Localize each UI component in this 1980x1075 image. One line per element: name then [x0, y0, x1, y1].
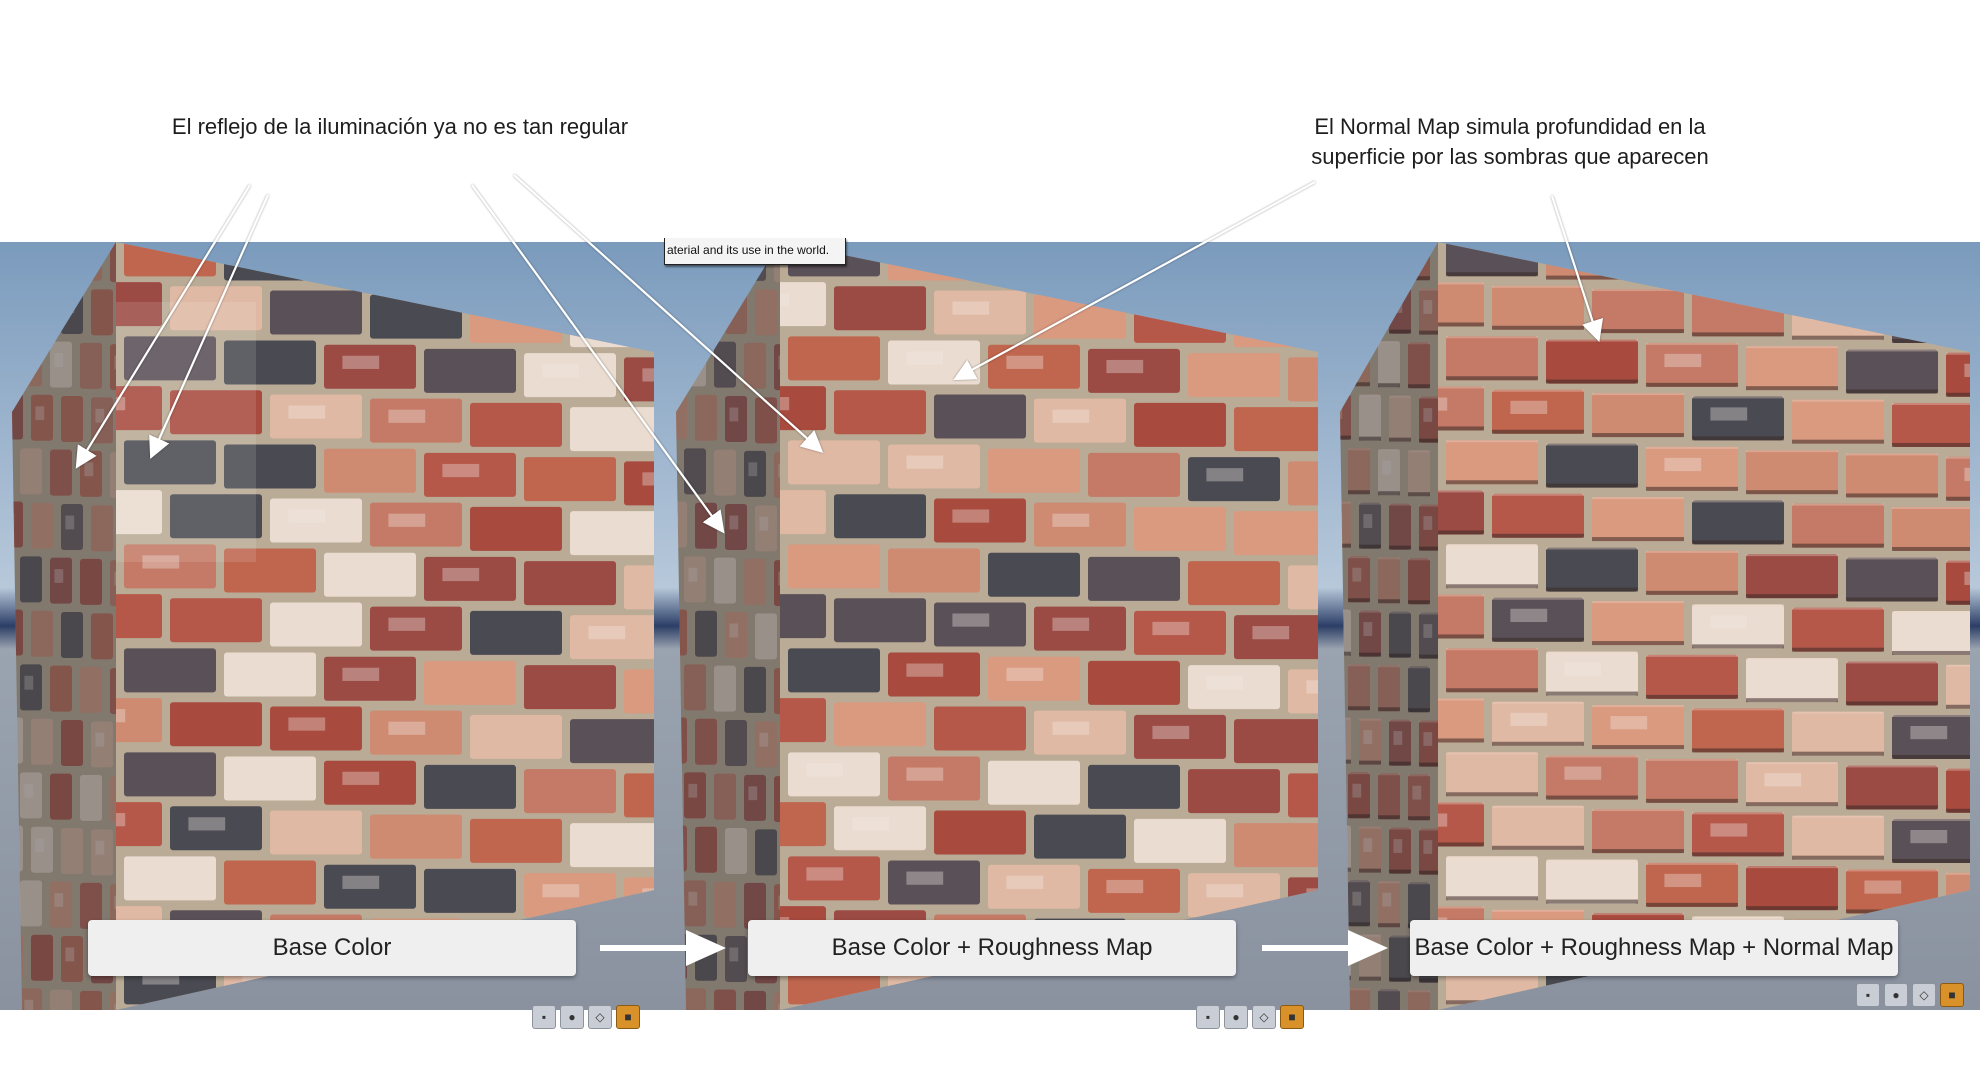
lit-icon[interactable]: ● [1224, 1005, 1248, 1029]
pointer-arrow [513, 174, 824, 453]
pointer-arrow [75, 184, 251, 469]
perspective-icon[interactable]: ▪ [1196, 1005, 1220, 1029]
label-base-color-roughness-normal: Base Color + Roughness Map + Normal Map [1410, 920, 1898, 976]
brick-cube-render [0, 242, 664, 1010]
arrow-right-icon [600, 930, 726, 966]
perspective-icon[interactable]: ▪ [532, 1005, 556, 1029]
viewport-toolbar-right: ▪ ● ◇ ■ [1856, 983, 1964, 1007]
viewport-panel-base-color[interactable] [0, 242, 664, 1010]
label-base-color-roughness: Base Color + Roughness Map [748, 920, 1236, 976]
pointer-arrow [1550, 195, 1604, 343]
editor-tooltip: aterial and its use in the world. [664, 238, 846, 265]
annotation-left: El reflejo de la iluminación ya no es ta… [171, 114, 629, 139]
pointer-arrow [471, 184, 725, 534]
brick-cube-render [1328, 242, 1980, 1010]
label-base-color: Base Color [88, 920, 576, 976]
camera-speed-icon[interactable]: ■ [1940, 983, 1964, 1007]
viewport-toolbar-left: ▪ ● ◇ ■ [532, 1005, 640, 1029]
camera-speed-icon[interactable]: ■ [616, 1005, 640, 1029]
pointer-arrow [953, 181, 1316, 381]
pointer-arrow [149, 194, 270, 460]
show-icon[interactable]: ◇ [1252, 1005, 1276, 1029]
annotation-right: El Normal Map simula profundidad en la s… [1311, 114, 1709, 169]
show-icon[interactable]: ◇ [588, 1005, 612, 1029]
lit-icon[interactable]: ● [1884, 983, 1908, 1007]
viewport-panel-normal-map[interactable] [1328, 242, 1980, 1010]
show-icon[interactable]: ◇ [1912, 983, 1936, 1007]
viewport-toolbar-middle: ▪ ● ◇ ■ [1196, 1005, 1304, 1029]
arrow-right-icon [1262, 930, 1388, 966]
lit-icon[interactable]: ● [560, 1005, 584, 1029]
camera-speed-icon[interactable]: ■ [1280, 1005, 1304, 1029]
perspective-icon[interactable]: ▪ [1856, 983, 1880, 1007]
